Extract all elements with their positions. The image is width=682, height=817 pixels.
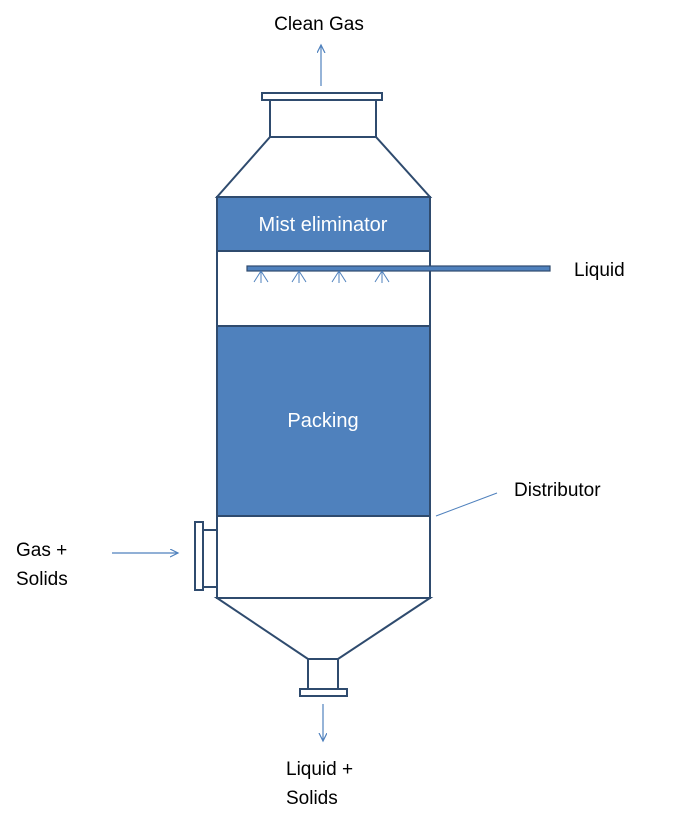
packing-section <box>216 325 431 517</box>
gas-solids-label-line2: Solids <box>16 569 68 590</box>
bottom-outlet-neck <box>307 658 339 690</box>
spray-nozzle <box>374 270 390 283</box>
spray-section <box>216 250 431 327</box>
side-inlet-neck <box>202 529 218 588</box>
packing-label: Packing <box>287 410 358 432</box>
top-cone <box>214 136 433 198</box>
liquid-label: Liquid <box>574 260 625 281</box>
liquid-solids-label-line1: Liquid + <box>286 759 353 780</box>
bottom-outlet-flange <box>299 688 348 697</box>
distributor-leader-line <box>435 492 498 517</box>
mist-eliminator-label: Mist eliminator <box>259 214 388 236</box>
liquid-solids-label-line2: Solids <box>286 788 338 809</box>
distributor-label: Distributor <box>514 480 601 501</box>
side-inlet-flange <box>194 521 204 591</box>
top-outlet-flange <box>261 92 383 101</box>
spray-nozzle <box>331 270 347 283</box>
top-outlet-neck <box>269 99 377 138</box>
liquid-spray-pipe <box>246 265 551 272</box>
lower-section <box>216 515 431 599</box>
spray-nozzle <box>253 270 269 283</box>
spray-nozzles <box>253 270 390 283</box>
clean-gas-label: Clean Gas <box>274 14 364 35</box>
mist-eliminator-section <box>216 196 431 252</box>
gas-solids-label-line1: Gas + <box>16 540 67 561</box>
bottom-cone <box>213 597 434 660</box>
spray-nozzle <box>291 270 307 283</box>
